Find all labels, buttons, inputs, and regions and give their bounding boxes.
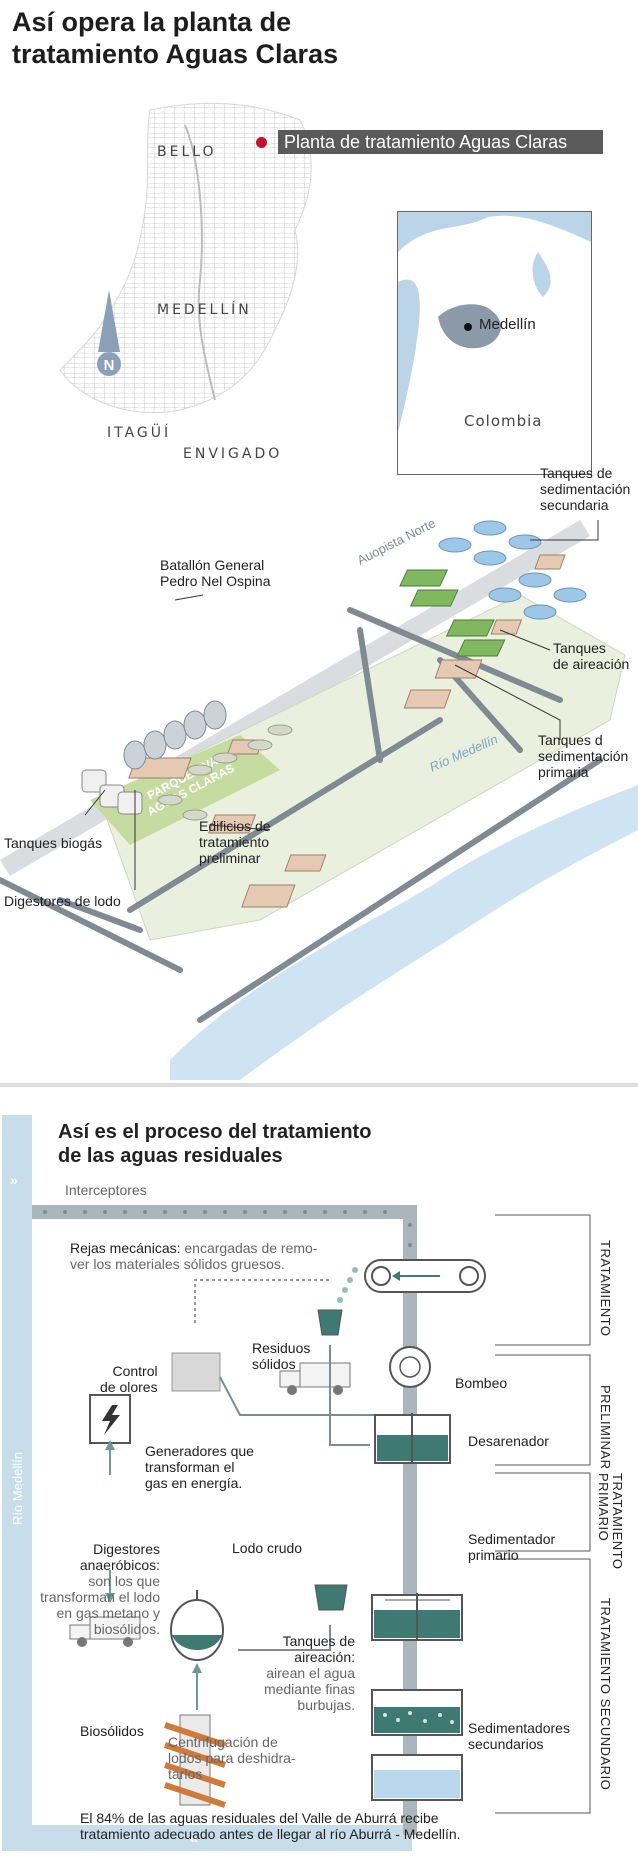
- process-river-label: Río Medellín: [10, 1452, 25, 1525]
- buildings: [128, 554, 566, 908]
- title-line-1: Así opera la planta de: [12, 7, 292, 37]
- anaerobic-digester-icon: [170, 1590, 224, 1661]
- small-round-tanks: [157, 724, 293, 821]
- truck-icon: [279, 1362, 351, 1395]
- secondary-sedimenter-icon: [371, 1754, 463, 1801]
- label-biogas: Tanques biogás: [4, 835, 103, 851]
- river-shape: [170, 785, 638, 1080]
- digesters: [123, 700, 227, 770]
- arrow-down-icon: [105, 1593, 115, 1603]
- label-interceptores: Interceptores: [65, 1182, 147, 1198]
- stage-preliminar: PRELIMINAR: [598, 1385, 613, 1470]
- label-desarenador: Desarenador: [468, 1433, 549, 1449]
- label-rejas: Rejas mecánicas: encargadas de remo-ver …: [70, 1240, 318, 1272]
- arrow-up-icon: [105, 1440, 115, 1450]
- label-bombeo: Bombeo: [455, 1375, 508, 1391]
- pump-icon: [389, 1346, 431, 1388]
- primary-sedimenter-icon: [371, 1593, 463, 1641]
- pipe-dots: [43, 1210, 412, 1247]
- grit-chamber-icon: [374, 1413, 451, 1464]
- arrow-up-icon-2: [192, 1663, 202, 1673]
- odor-control-icon: [171, 1352, 221, 1392]
- conveyor-screen-icon: [364, 1259, 486, 1293]
- plant-aerial-view: PARQUE UVA AGUAS CLARAS: [0, 500, 638, 1080]
- road-label: Auopista Norte: [355, 515, 438, 567]
- section-divider: [0, 1083, 638, 1087]
- return-channel: [2, 1825, 412, 1851]
- flow-lines: [219, 1345, 400, 1651]
- label-lodo-crudo: Lodo crudo: [232, 1540, 303, 1556]
- compass-icon: N: [94, 290, 124, 380]
- city-envigado: ENVIGADO: [183, 446, 283, 462]
- aeration-tank-icon: [371, 1689, 463, 1736]
- city-itagui: ITAGÜÍ: [107, 425, 172, 441]
- park-area: [90, 735, 280, 845]
- page-title: Así opera la planta de tratamiento Aguas…: [12, 6, 572, 70]
- clarifiers: [438, 520, 587, 620]
- odor-duct: [194, 1279, 330, 1323]
- label-digestores: Digestores de lodo: [4, 893, 121, 909]
- plant-marker-icon: [256, 137, 267, 148]
- label-biosolidos: Biosólidos: [80, 1723, 144, 1739]
- footer-note: El 84% de las aguas residuales del Valle…: [80, 1810, 461, 1842]
- process-diagram: » «: [0, 1095, 638, 1853]
- biogas-tanks: [81, 769, 143, 815]
- stage-tratamiento: TRATAMIENTO: [598, 1240, 613, 1337]
- generator-icon: [89, 1394, 131, 1444]
- internal-roads: [0, 607, 603, 1023]
- inset-city-label: Medellín: [479, 316, 536, 333]
- river-column: [2, 1115, 32, 1845]
- plant-location-label: Planta de tratamiento Aguas Claras: [278, 130, 603, 154]
- city-medellin: MEDELLÍN: [157, 302, 252, 318]
- sludge-arrows: [109, 1448, 198, 1710]
- centrifuge-icon: [164, 1714, 226, 1808]
- chevron-down-icon: »: [10, 1172, 18, 1188]
- title-line-2: tratamiento Aguas Claras: [12, 39, 339, 69]
- inset-country-label: Colombia: [464, 412, 543, 430]
- stage-brackets: [495, 1214, 591, 1814]
- compass-letter: N: [104, 357, 115, 374]
- solids-bin-icon: [317, 1309, 343, 1336]
- biosolids-truck-icon: [69, 1616, 141, 1647]
- raw-sludge-icon: [314, 1584, 348, 1611]
- main-flow-column: [403, 1205, 417, 1835]
- stage-tratamiento-primario: TRATAMIENTO PRIMARIO: [596, 1473, 625, 1570]
- falling-solids: [337, 1267, 358, 1303]
- city-bello: BELLO: [157, 144, 217, 160]
- colombia-inset-map: Medellín Colombia: [397, 211, 592, 475]
- leader-lines: [84, 520, 599, 890]
- chevron-left-icon: «: [190, 1830, 198, 1846]
- stage-tratamiento-secundario: TRATAMIENTO SECUNDARIO: [598, 1598, 613, 1791]
- aeration-tanks: [399, 569, 506, 657]
